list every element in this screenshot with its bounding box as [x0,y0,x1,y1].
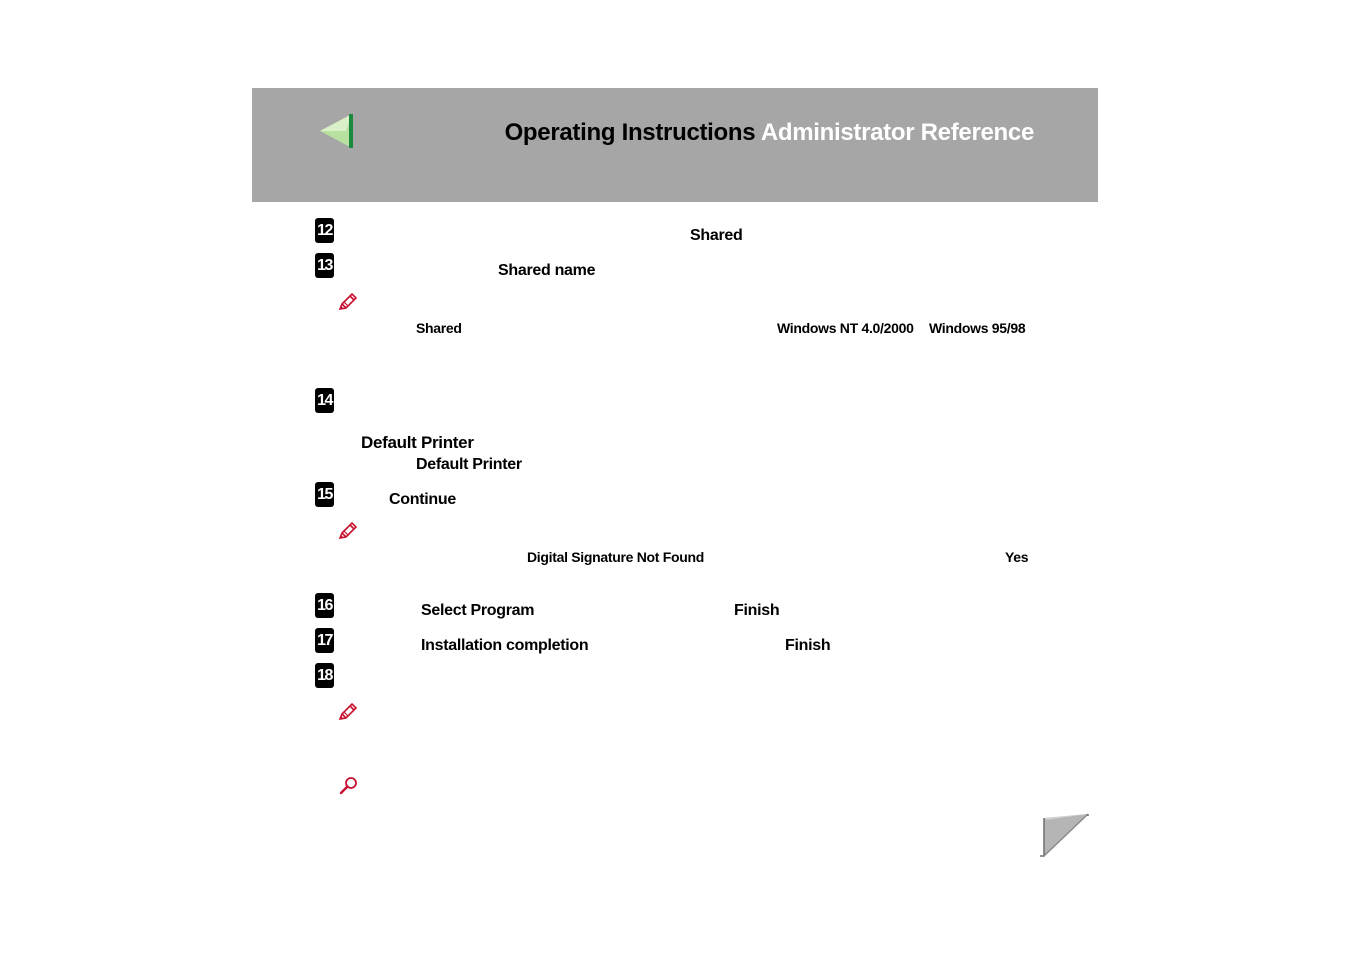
step-14-default-printer: Default Printer [416,456,522,473]
note-2-yes: Yes [1005,549,1029,565]
step-14-subheading: Default Printer [361,433,474,452]
next-page-icon[interactable] [1038,810,1090,858]
step-number-14: 14 [315,388,334,413]
note-1-windows-95: Windows 95/98 [929,320,1026,336]
magnifier-reference-icon [339,776,359,801]
pencil-note-icon [338,521,358,545]
step-13-shared-name-label: Shared name [498,262,596,279]
step-16-select-program: Select Program [421,602,535,619]
note-1-windows-nt: Windows NT 4.0/2000 [777,320,914,336]
step-number-12: 12 [315,218,334,243]
title-operating-instructions: Operating Instructions [504,119,756,146]
step-number-16: 16 [315,593,334,618]
page-title: Operating Instructions Administrator Ref… [504,119,1035,147]
step-15-continue: Continue [389,491,456,508]
step-number-18: 18 [315,663,334,688]
step-number-17: 17 [315,628,334,653]
header-bar: Operating Instructions Administrator Ref… [252,88,1098,202]
step-17-installation-completion: Installation completion [421,637,589,654]
pencil-note-icon [338,292,358,316]
title-administrator-reference: Administrator Reference [760,119,1034,146]
step-number-13: 13 [315,253,334,278]
step-17-finish: Finish [785,637,831,654]
note-1-shared: Shared [416,320,462,336]
step-12-shared-label: Shared [690,227,743,244]
note-2-digital-signature: Digital Signature Not Found [527,549,704,565]
step-number-15: 15 [315,482,334,507]
back-arrow-icon[interactable] [320,114,354,148]
pencil-note-icon [338,702,358,726]
step-16-finish: Finish [734,602,780,619]
